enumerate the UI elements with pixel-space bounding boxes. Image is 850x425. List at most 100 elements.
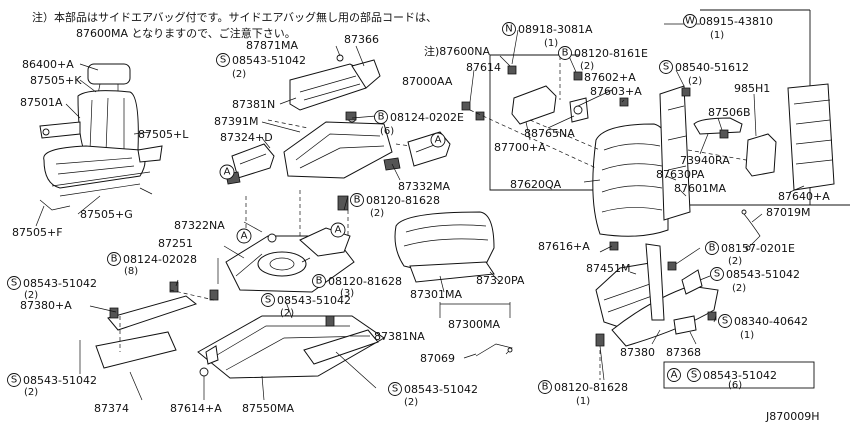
svg-text:A: A bbox=[671, 370, 678, 381]
fastener-callout: S 08543-51042 (2) bbox=[388, 382, 478, 408]
note-line-2: 87600MA となりますので、ご注意下さい。 bbox=[76, 26, 296, 40]
part-label: 87300MA bbox=[448, 318, 500, 331]
washer-illustration bbox=[199, 367, 209, 377]
reference-marker-a: A bbox=[430, 132, 446, 148]
part-label: 87391M bbox=[214, 115, 258, 128]
part-label: 87602+A bbox=[584, 71, 636, 84]
svg-text:08543-51042: 08543-51042 bbox=[23, 277, 97, 290]
part-label: 87368 bbox=[666, 346, 701, 359]
bolt-illustration bbox=[595, 333, 605, 347]
svg-text:(6): (6) bbox=[380, 126, 394, 137]
part-label: 87380+A bbox=[20, 299, 72, 312]
drawing-id: J870009H bbox=[765, 410, 820, 423]
svg-text:A: A bbox=[335, 225, 342, 236]
part-label: 87251 bbox=[158, 237, 193, 250]
clip-illustration bbox=[609, 241, 619, 251]
part-label: 87381N bbox=[232, 98, 275, 111]
reference-marker-a: A bbox=[236, 228, 252, 244]
part-label: 87019M bbox=[766, 206, 810, 219]
part-label: 87871MA bbox=[246, 39, 298, 52]
svg-text:S: S bbox=[722, 316, 728, 327]
svg-text:S: S bbox=[663, 62, 669, 73]
svg-text:08543-51042: 08543-51042 bbox=[277, 294, 351, 307]
part-label: 87322NA bbox=[174, 219, 225, 232]
svg-text:W: W bbox=[685, 16, 695, 27]
svg-text:(3): (3) bbox=[340, 288, 354, 299]
fastener-callout: B 08124-02028 (8) bbox=[107, 252, 197, 277]
svg-text:(2): (2) bbox=[580, 61, 594, 72]
fastener-callout: B 08120-81628 (1) bbox=[538, 380, 628, 407]
part-label: 注)87600NA bbox=[424, 44, 491, 58]
bolt-illustration bbox=[109, 307, 119, 319]
svg-text:08543-51042: 08543-51042 bbox=[232, 54, 306, 67]
svg-text:(2): (2) bbox=[688, 76, 702, 87]
bolt-illustration bbox=[719, 129, 729, 139]
fastener-callout: N 08918-3081A (1) bbox=[502, 22, 593, 49]
bolt-illustration bbox=[325, 315, 335, 327]
bracket-right-lower-illustration bbox=[303, 329, 379, 365]
svg-text:08120-81628: 08120-81628 bbox=[328, 275, 402, 288]
svg-text:S: S bbox=[392, 384, 398, 395]
part-label: 87505+L bbox=[138, 128, 189, 141]
bolt-illustration bbox=[681, 87, 691, 97]
back-panel-illustration bbox=[787, 83, 835, 191]
svg-text:A: A bbox=[241, 231, 248, 242]
airbag-module-illustration bbox=[511, 85, 557, 125]
svg-text:(2): (2) bbox=[728, 256, 742, 267]
part-label: 87069 bbox=[420, 352, 455, 365]
svg-text:B: B bbox=[354, 195, 361, 206]
harness-illustration bbox=[741, 209, 761, 251]
svg-text:(8): (8) bbox=[124, 266, 138, 277]
fastener-callout: B 08157-0201E (2) bbox=[705, 241, 795, 267]
fastener-callout: B 08124-0202E (6) bbox=[374, 110, 464, 137]
fastener-callout: S 08543-51042 (2) bbox=[710, 267, 800, 294]
part-label: 87700+A bbox=[494, 141, 546, 154]
svg-text:(1): (1) bbox=[544, 38, 558, 49]
svg-text:08124-0202E: 08124-0202E bbox=[390, 111, 464, 124]
fastener-callout: S 08540-51612 (2) bbox=[659, 60, 749, 87]
part-label: 73940RA bbox=[680, 154, 730, 167]
svg-text:S: S bbox=[11, 278, 17, 289]
svg-text:B: B bbox=[709, 243, 716, 254]
svg-text:S: S bbox=[691, 370, 697, 381]
part-label: 87506B bbox=[708, 106, 751, 119]
part-label: 985H1 bbox=[734, 82, 770, 95]
complete-seat-illustration bbox=[39, 63, 163, 211]
svg-text:08157-0201E: 08157-0201E bbox=[721, 242, 795, 255]
bolt-illustration bbox=[461, 101, 471, 111]
slide-rail-illustration bbox=[197, 315, 385, 379]
part-label: 87501A bbox=[20, 96, 63, 109]
assist-grip-illustration bbox=[693, 117, 743, 135]
headrest-guide-illustration bbox=[569, 97, 589, 123]
svg-text:S: S bbox=[265, 295, 271, 306]
svg-text:08340-40642: 08340-40642 bbox=[734, 315, 808, 328]
part-label: 87332MA bbox=[398, 180, 450, 193]
bolt-illustration bbox=[667, 261, 677, 271]
fastener-callout: S 08543-51042 (2) bbox=[7, 276, 97, 301]
fastener-callout: B 08120-8161E (2) bbox=[558, 46, 648, 72]
part-label: 87451M bbox=[586, 262, 630, 275]
part-label: 87601MA bbox=[674, 182, 726, 195]
seat-cushion-illustration bbox=[394, 211, 495, 283]
part-label: 87603+A bbox=[590, 85, 642, 98]
svg-text:08543-51042: 08543-51042 bbox=[703, 369, 777, 382]
part-label: 87320PA bbox=[476, 274, 525, 287]
vertical-rail-illustration bbox=[645, 243, 665, 321]
fastener-callout: S 08543-51042 (2) bbox=[7, 373, 97, 398]
fastener-callout: S 08340-40642 (1) bbox=[718, 314, 808, 341]
part-label: 87301MA bbox=[410, 288, 462, 301]
clip-illustration bbox=[619, 97, 629, 107]
part-label: 87616+A bbox=[538, 240, 590, 253]
reference-key-callout: A S 08543-51042 (6) bbox=[667, 368, 777, 391]
part-label: 87505+G bbox=[80, 208, 133, 221]
part-label: 87630PA bbox=[656, 168, 705, 181]
svg-text:08543-51042: 08543-51042 bbox=[23, 374, 97, 387]
part-label: 87620QA bbox=[510, 178, 562, 191]
svg-text:(2): (2) bbox=[24, 387, 38, 398]
svg-text:08120-8161E: 08120-8161E bbox=[574, 47, 648, 60]
svg-text:08540-51612: 08540-51612 bbox=[675, 61, 749, 74]
reference-marker-a: A bbox=[219, 164, 235, 180]
part-label: 87640+A bbox=[778, 190, 830, 203]
recliner-cover-illustration bbox=[611, 269, 719, 347]
